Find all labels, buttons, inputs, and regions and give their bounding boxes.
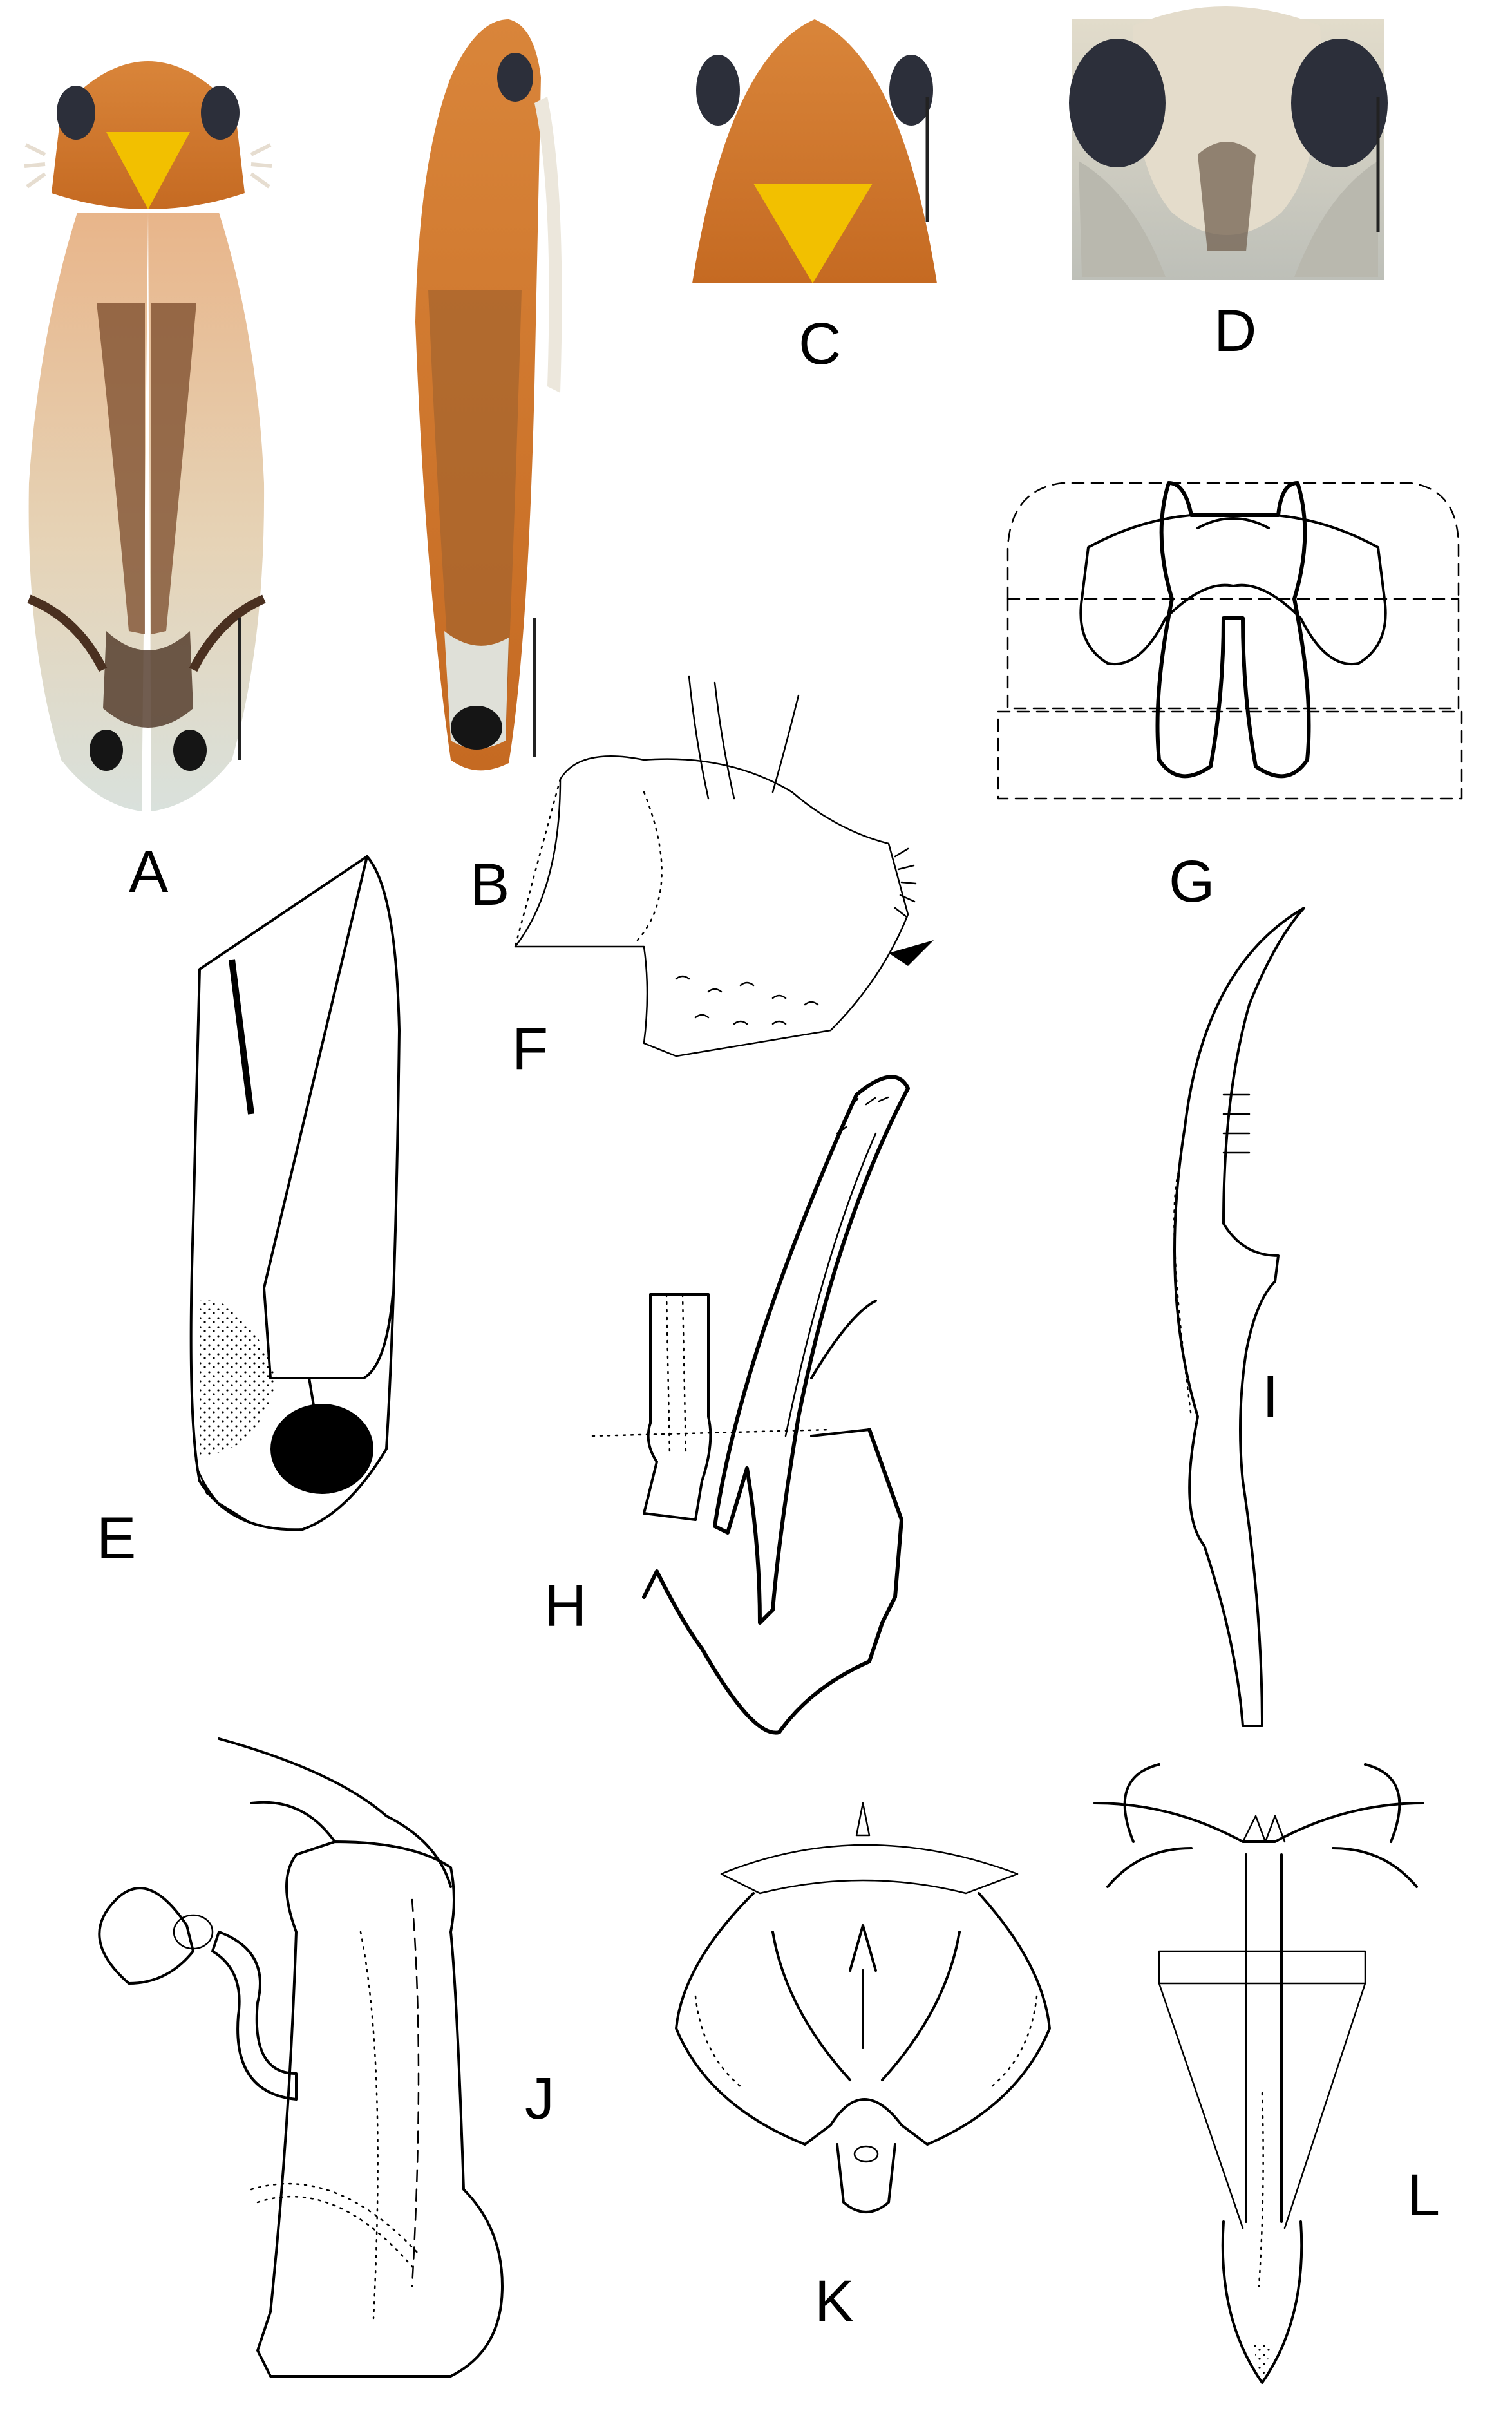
panel-K-connective (675, 1802, 1051, 2213)
panel-label-C: C (799, 311, 841, 377)
panel-label-A: A (129, 839, 169, 905)
panel-G-apodemes (997, 481, 1463, 800)
panel-H-genital-capsule (591, 1075, 910, 1735)
panel-F-pygofer (514, 675, 934, 1057)
panel-I-style (1173, 907, 1305, 1727)
panel-label-I: I (1262, 1364, 1279, 1430)
panel-label-B: B (470, 852, 509, 918)
panel-label-K: K (815, 2269, 854, 2334)
panel-E-forewing (189, 855, 401, 1531)
panel-L-aedeagus-ventral (1093, 1763, 1424, 2384)
panel-label-F: F (512, 1016, 548, 1082)
panel-J-aedeagus-lateral (98, 1737, 504, 2378)
panel-label-D: D (1214, 298, 1256, 364)
panel-D-face (1069, 6, 1388, 280)
panel-label-J: J (525, 2066, 554, 2132)
panel-B-habitus-lateral (415, 19, 562, 771)
panel-label-E: E (97, 1506, 136, 1571)
panel-C-head-thorax (692, 19, 937, 283)
panel-A-habitus-dorsal (24, 61, 272, 811)
panel-label-H: H (544, 1573, 587, 1639)
panel-label-L: L (1407, 2162, 1440, 2228)
panel-label-G: G (1169, 849, 1215, 914)
